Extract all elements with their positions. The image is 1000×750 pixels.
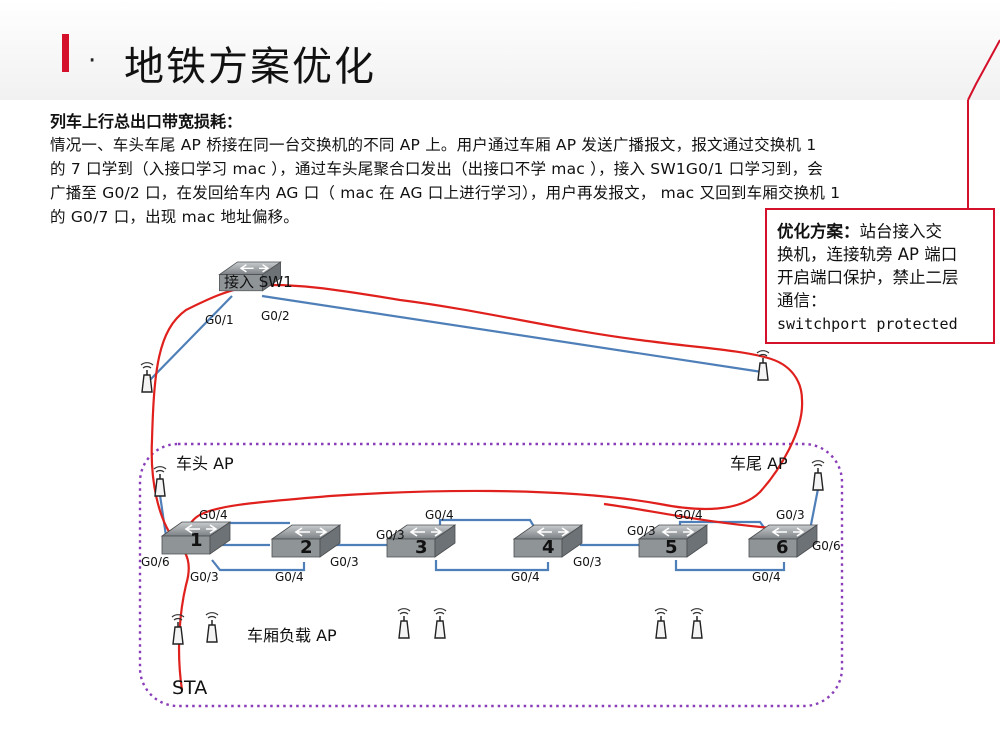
port-label-s5-left: G0/3	[627, 524, 656, 538]
problem-line-1: 情况一、车头车尾 AP 桥接在同一台交换机的不同 AP 上。用户通过车厢 AP …	[50, 136, 817, 154]
page-title: 地铁方案优化	[124, 44, 376, 90]
problem-line-4: 的 G0/7 口，出现 mac 地址偏移。	[50, 208, 299, 226]
port-label-s6-right: G0/6	[812, 539, 841, 553]
callout-label: 优化方案：	[777, 222, 860, 241]
car-ap-5	[654, 607, 668, 639]
callout-line-1: 站台接入交	[859, 222, 943, 241]
port-label-s1-top: G0/4	[199, 508, 228, 522]
port-label-s2-bottom: G0/4	[275, 570, 304, 584]
port-label-s6-bottom: G0/4	[752, 570, 781, 584]
switch-number-3: 3	[415, 537, 428, 558]
switch-number-4: 4	[542, 537, 555, 558]
optimization-callout: 优化方案：站台接入交 换机，连接轨旁 AP 端口 开启端口保护，禁止二层 通信：…	[765, 208, 995, 344]
car-ap-4	[433, 607, 447, 639]
head-ap-icon	[153, 465, 167, 497]
title-bullet: ·	[88, 46, 97, 76]
train-boundary	[138, 442, 844, 708]
tail-ap-label: 车尾 AP	[730, 454, 788, 473]
problem-line-3: 广播至 G0/2 口，在发回给车内 AG 口（ mac 在 AG 口上进行学习）…	[50, 184, 841, 202]
switch-number-1: 1	[190, 530, 203, 551]
problem-line-2: 的 7 口学到（入接口学习 mac ），通过车头尾聚合口发出（出接口不学 mac…	[50, 160, 824, 178]
port-label-sw1-right: G0/2	[261, 309, 290, 323]
port-label-s1-bottom: G0/3	[190, 570, 219, 584]
red-path-main	[150, 283, 804, 691]
callout-command: switchport protected	[777, 315, 958, 333]
access-switch-label: 接入 SW1	[224, 273, 293, 291]
link-s5-s6-bottom	[674, 560, 786, 572]
callout-line-2: 换机，连接轨旁 AP 端口	[777, 245, 958, 264]
sta-label: STA	[172, 677, 207, 699]
port-label-s3-top: G0/4	[425, 508, 454, 522]
link-sw1-tail-ap	[261, 294, 763, 374]
car-ap-label: 车厢负载 AP	[247, 626, 337, 645]
switch-number-2: 2	[300, 537, 313, 558]
link-s1-s2-bottom	[211, 559, 306, 572]
car-ap-2	[205, 611, 219, 643]
switch-number-6: 6	[776, 537, 789, 558]
port-label-s4-right: G0/3	[573, 555, 602, 569]
broadcast-path	[150, 283, 804, 691]
port-label-s1-left: G0/6	[141, 555, 170, 569]
title-accent-bar	[62, 34, 69, 72]
link-s3-s4-bottom	[434, 560, 550, 572]
head-ap-label: 车头 AP	[176, 454, 234, 473]
switch-number-5: 5	[665, 537, 678, 558]
title-band	[0, 0, 1000, 100]
tail-ap-icon	[811, 459, 825, 491]
port-label-s3-left: G0/3	[376, 528, 405, 542]
callout-text: 优化方案：站台接入交 换机，连接轨旁 AP 端口 开启端口保护，禁止二层 通信：	[777, 220, 985, 312]
callout-line-3: 开启端口保护，禁止二层	[777, 268, 959, 287]
port-label-s5-top: G0/4	[674, 508, 703, 522]
physical-links	[147, 294, 820, 572]
edge-accent-line	[967, 39, 1000, 101]
port-label-sw1-left: G0/1	[205, 313, 234, 327]
port-label-s4-bottom: G0/4	[511, 570, 540, 584]
callout-line-4: 通信：	[777, 291, 827, 310]
car-ap-3	[397, 607, 411, 639]
problem-heading: 列车上行总出口带宽损耗：	[50, 112, 243, 131]
link-sw1-head-ap	[147, 295, 233, 383]
port-label-s6-top: G0/3	[776, 508, 805, 522]
car-ap-6	[690, 607, 704, 639]
red-path-tail	[603, 502, 773, 530]
port-labels: G0/4 G0/6 G0/3 G0/4 G0/3 G0/3 G0/4 G0/4 …	[141, 508, 841, 584]
switch-numbers: 1 2 3 4 5 6	[190, 530, 789, 558]
car-ap-1	[171, 613, 185, 645]
port-label-s2-right: G0/3	[330, 555, 359, 569]
